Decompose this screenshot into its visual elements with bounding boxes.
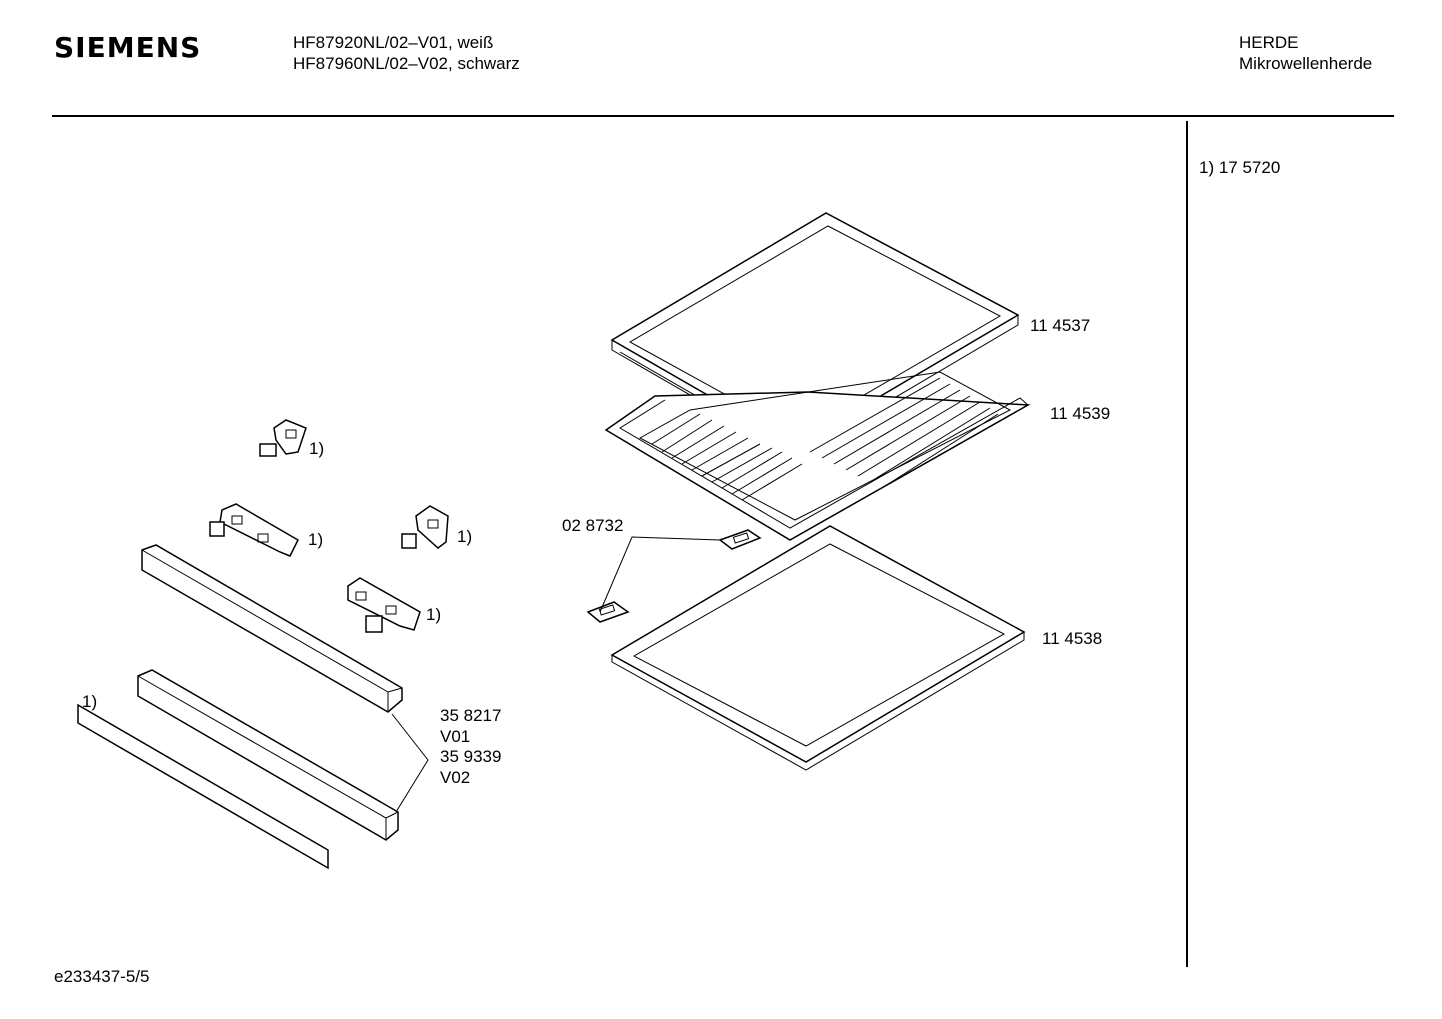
bracket-3 xyxy=(401,505,449,549)
drawing-id: e233437-5/5 xyxy=(54,967,150,986)
baking-tray-bottom xyxy=(610,525,1026,771)
bracket-4 xyxy=(347,577,421,633)
strip-leader xyxy=(391,713,429,813)
side-panel-divider xyxy=(1186,121,1188,967)
trim-strip-upper xyxy=(141,544,403,713)
brand-logo: SIEMENS xyxy=(54,31,202,64)
label-grid: 11 4539 xyxy=(1050,404,1110,423)
label-ref-bracket-1: 1) xyxy=(309,439,324,458)
label-strip-b-variant: V02 xyxy=(440,768,470,787)
label-ref-bracket-3: 1) xyxy=(457,527,472,546)
reference-note: 1) 17 5720 xyxy=(1199,158,1281,177)
oven-rack xyxy=(604,371,1031,541)
bracket-1 xyxy=(259,419,307,457)
label-strip-a-variant: V01 xyxy=(440,727,470,746)
support-clip-right xyxy=(718,529,762,550)
label-tray-top: 11 4537 xyxy=(1030,316,1090,335)
support-clip-left xyxy=(586,601,630,623)
label-tray-bottom: 11 4538 xyxy=(1042,629,1102,648)
trim-strip-lower xyxy=(137,669,399,841)
model-list: HF87920NL/02–V01, weiß HF87960NL/02–V02,… xyxy=(293,32,520,74)
trim-strip-front xyxy=(77,703,329,870)
label-ref-bracket-2: 1) xyxy=(308,530,323,549)
model-line-2: HF87960NL/02–V02, schwarz xyxy=(293,54,520,73)
label-strip-b-code: 35 9339 xyxy=(440,747,501,766)
label-ref-strip: 1) xyxy=(82,692,97,711)
header-divider xyxy=(52,115,1394,117)
bracket-2 xyxy=(209,503,299,557)
clip-leader xyxy=(599,536,721,613)
model-line-1: HF87920NL/02–V01, weiß xyxy=(293,33,494,52)
label-ref-bracket-4: 1) xyxy=(426,605,441,624)
label-clip: 02 8732 xyxy=(562,516,623,535)
product-category: HERDE Mikrowellenherde xyxy=(1239,32,1372,74)
category-line-2: Mikrowellenherde xyxy=(1239,54,1373,73)
rack-wires xyxy=(651,377,999,501)
category-line-1: HERDE xyxy=(1239,33,1299,52)
label-strip-a-code: 35 8217 xyxy=(440,706,501,725)
